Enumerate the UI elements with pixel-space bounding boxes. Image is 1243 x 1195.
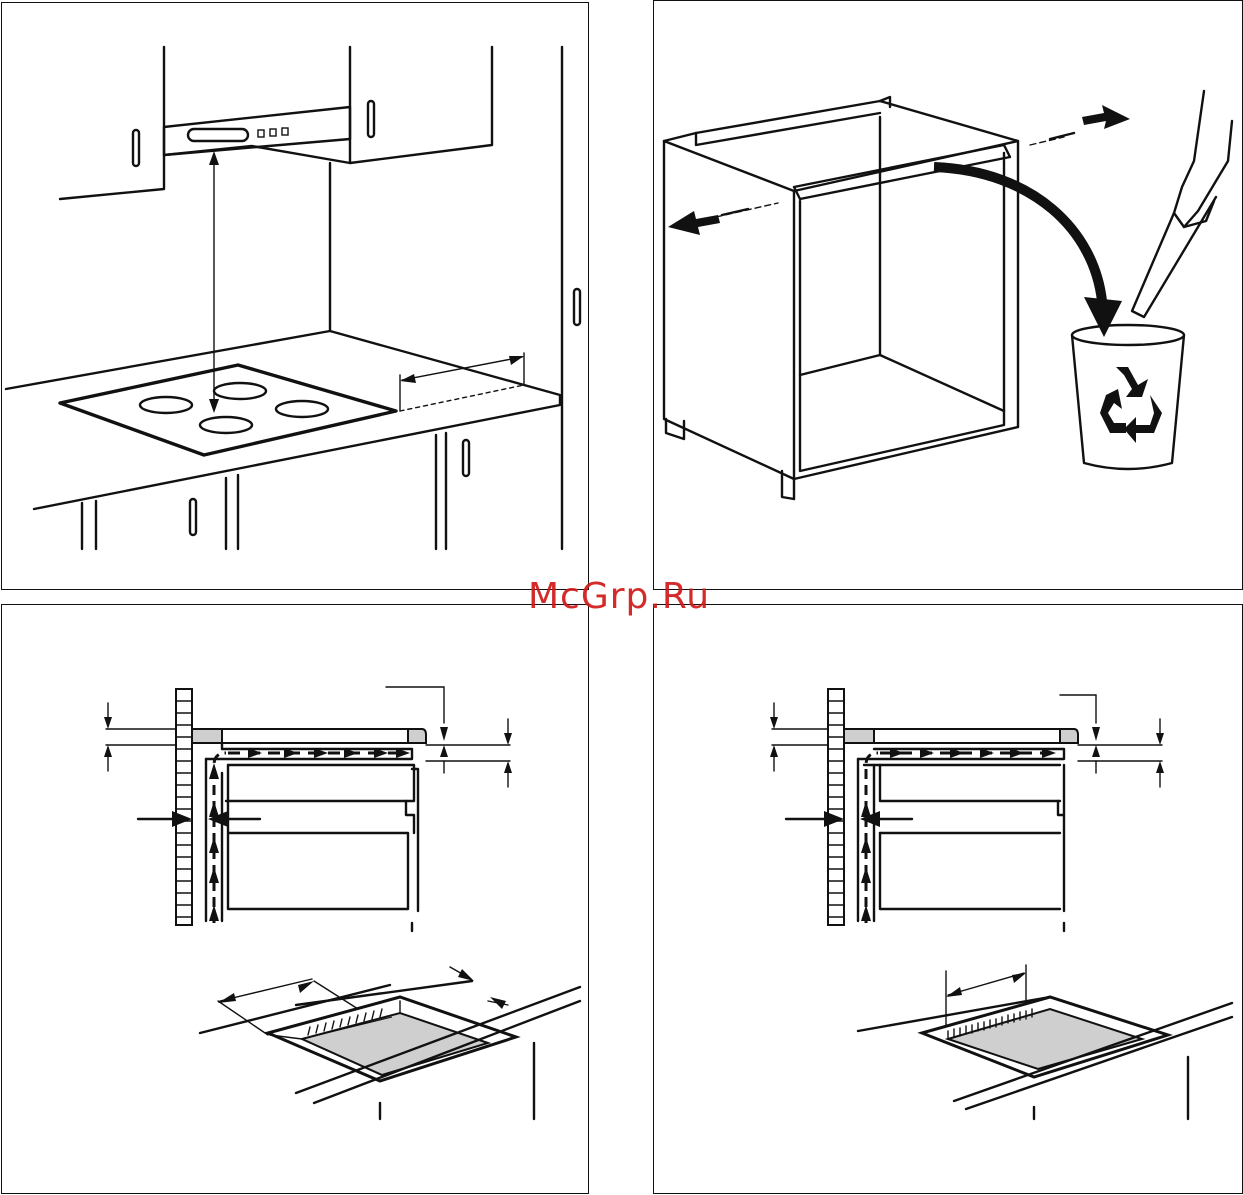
worktop xyxy=(6,331,560,549)
cabinet-handle-icon xyxy=(368,101,374,137)
range-hood xyxy=(164,107,350,163)
hob-cutout-perspective xyxy=(858,965,1232,1119)
airflow-arrows-vertical xyxy=(209,753,226,923)
screw-removal-left xyxy=(668,203,778,235)
base-cabinet xyxy=(664,97,1018,499)
watermark-text: McGrp.Ru xyxy=(528,576,710,617)
recycle-bin xyxy=(1072,325,1184,469)
cabinet-handle-icon xyxy=(133,130,139,166)
brick-wall xyxy=(828,689,844,925)
screw-removal-right xyxy=(1030,105,1130,145)
gap-dimension-arrows xyxy=(138,811,260,827)
curved-arrow-to-bin xyxy=(934,167,1122,337)
left-height-dimension xyxy=(770,703,828,771)
kitchen-illustration xyxy=(2,3,590,591)
airflow-arrows-vertical xyxy=(861,753,878,923)
hob-cutout-perspective xyxy=(200,967,580,1119)
gap-dimension-arrows xyxy=(786,811,912,827)
worktop-section xyxy=(192,729,426,743)
upper-right-cabinet xyxy=(350,47,492,163)
ventilation-diagram-b xyxy=(654,605,1243,1195)
panel-ventilation-double-drawer xyxy=(653,604,1243,1194)
side-distance-dimension xyxy=(400,353,524,411)
height-dimension-arrow xyxy=(209,151,219,413)
panel-cabinet-rail-removal xyxy=(653,0,1243,590)
hob xyxy=(60,365,396,455)
brick-wall xyxy=(176,689,192,925)
cabinet-illustration xyxy=(654,1,1243,591)
cabinet-section xyxy=(864,765,1064,931)
worktop-section xyxy=(844,729,1078,743)
left-height-dimension xyxy=(104,703,176,771)
panel-ventilation-single-drawer xyxy=(1,604,589,1194)
hand-holding-rail xyxy=(1132,91,1232,317)
upper-left-cabinet xyxy=(60,47,164,199)
cabinet-section xyxy=(226,765,418,931)
recycle-icon xyxy=(1100,367,1162,443)
cabinet-handle-icon xyxy=(574,289,580,325)
ventilation-diagram-a xyxy=(2,605,590,1195)
panel-kitchen-clearance xyxy=(1,2,589,590)
